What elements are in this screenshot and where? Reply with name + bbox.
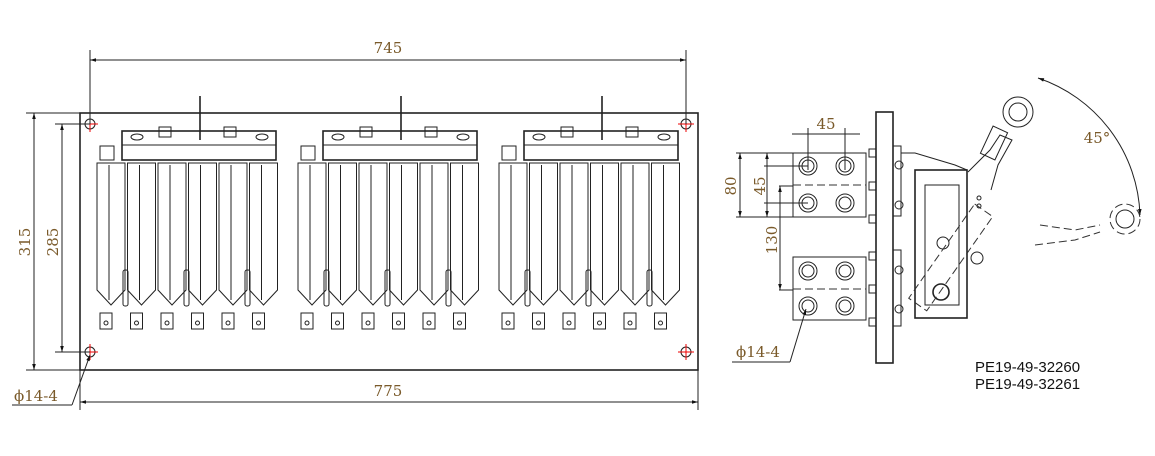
switch-module [297,96,479,330]
part-number: PE19-49-32260 [975,359,1080,376]
terminal-tab [532,312,545,330]
bolt [798,296,818,316]
dimension-315: 315 [16,112,80,371]
blade [297,162,330,330]
terminal-tab [300,312,314,330]
blade [419,162,452,330]
dim-label: 775 [374,382,403,400]
bolt-icon [130,133,144,141]
blade [96,162,129,330]
side-studs [868,145,904,327]
terminal-tab [562,312,576,330]
mounting-plate [79,112,699,371]
mechanism-housing [901,152,984,319]
dim-label: 285 [44,228,62,257]
terminal-tab [252,312,265,330]
terminal-tab [392,312,405,330]
dim-label: ϕ14-4 [14,387,58,405]
dimension-775: 775 [79,370,699,410]
mounting-hole [678,344,694,360]
dimension-80: 80 [722,152,793,218]
dimension-130: 130 [763,185,793,291]
terminal-tab [654,312,667,330]
terminal-tab [422,312,436,330]
nut-icon [223,126,237,138]
blade [590,162,619,330]
operating-handle-on [967,96,1034,191]
blade [620,162,653,330]
terminal-tab [501,145,517,161]
side-view: 45° 45 80 45 130 [722,77,1142,393]
terminal-tab [593,312,606,330]
front-view: 745 775 315 285 ϕ14-4 [12,39,699,410]
terminal-tab [221,312,235,330]
bolt-icon [456,133,470,141]
blade [127,162,156,330]
nut-icon [424,126,438,138]
blade [498,162,531,330]
terminal-tab [453,312,466,330]
bolt [835,261,855,281]
switch-module [498,96,680,330]
terminal-bolts [798,156,855,316]
terminal-tab [623,312,637,330]
terminal-tab [160,312,174,330]
dimension-45-vertical: 45 [751,153,808,217]
terminal-tab [361,312,375,330]
blade [450,162,479,330]
blade [188,162,217,330]
blade [328,162,357,330]
dim-label: 745 [374,39,403,57]
side-hole-callout: ϕ14-4 [732,308,807,363]
terminal-tab [99,145,115,161]
dimension-745: 745 [89,39,687,124]
bolt-icon [255,133,269,141]
dim-label: ϕ14-4 [736,343,780,361]
blade [559,162,592,330]
nut-icon [158,126,172,138]
nut-icon [625,126,639,138]
dimension-45-horizontal: 45 [792,115,860,170]
bolt [835,296,855,316]
dim-label: 130 [763,226,781,255]
terminal-tab [501,312,515,330]
hole-callout: ϕ14-4 [12,354,91,406]
bolt-icon [657,133,671,141]
blade [651,162,680,330]
bolt [798,261,818,281]
nut-icon [560,126,574,138]
terminal-tab [300,145,316,161]
dim-label: 80 [722,176,740,195]
bolt-icon [532,133,546,141]
blade [389,162,418,330]
terminal-tab [130,312,143,330]
dim-label: 45 [751,176,769,195]
bolt-icon [331,133,345,141]
switch-module [96,96,278,330]
dim-label: 45° [1084,129,1111,147]
dimension-285: 285 [44,123,90,353]
operating-handle-off [908,203,1141,312]
dim-label: 45 [816,115,835,133]
blade [358,162,391,330]
terminal-tab [331,312,344,330]
blade [529,162,558,330]
side-plate [875,111,894,364]
angle-dimension: 45° [1037,77,1142,216]
bolt [835,193,855,213]
nut-icon [359,126,373,138]
terminal-tab [99,312,113,330]
part-number: PE19-49-32261 [975,376,1080,393]
blade [249,162,278,330]
switch-modules [96,96,680,330]
blade [218,162,251,330]
terminal-tab [191,312,204,330]
dim-label: 315 [16,228,34,257]
blade [157,162,190,330]
